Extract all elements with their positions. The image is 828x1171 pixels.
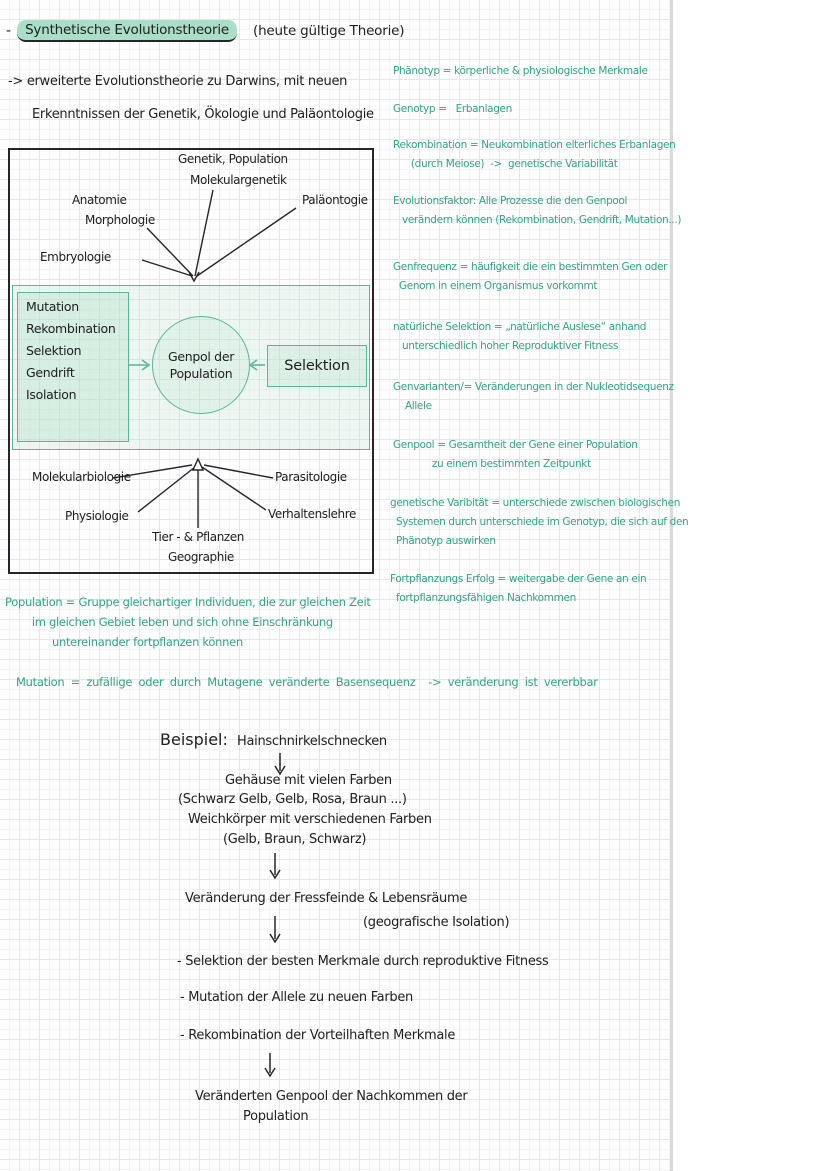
example-variation-line-2: (Schwarz Gelb, Gelb, Rosa, Braun ...)	[178, 792, 407, 807]
evolution-factors-box: Mutation Rekombination Selektion Gendrif…	[17, 292, 129, 442]
definition-genetische-varibitaet: genetische Varibität = unterschiede zwis…	[390, 497, 689, 547]
genepool-circle: Genpol der Population	[152, 316, 250, 414]
definition-genvarianten: Genvarianten/= Veränderungen in der Nukl…	[393, 381, 674, 412]
intro-line-1: -> erweiterte Evolutionstheorie zu Darwi…	[8, 74, 348, 89]
diagram-label-tier-pflanzen: Tier - & Pflanzen	[152, 530, 244, 544]
definition-genfrequenz: Genfrequenz = häufigkeit die ein bestimm…	[393, 261, 668, 292]
diagram-label-molekulargenetik: Molekulargenetik	[190, 173, 287, 187]
factor-item-mutation: Mutation	[26, 299, 79, 314]
intro-line-2: Erkenntnissen der Genetik, Ökologie und …	[32, 107, 374, 122]
diagram-label-embryologie: Embryologie	[40, 250, 111, 264]
definition-evolutionsfaktor: Evolutionsfaktor: Alle Prozesse die den …	[393, 195, 682, 226]
example-bullet-selektion: - Selektion der besten Merkmale durch re…	[177, 954, 549, 969]
example-variation-line-1: Gehäuse mit vielen Farben	[225, 773, 392, 788]
definition-fortpflanzungs-erfolg: Fortpflanzungs Erfolg = weitergabe der G…	[390, 573, 647, 604]
definition-genpool: Genpool = Gesamtheit der Gene einer Popu…	[393, 439, 638, 470]
example-result-line-1: Veränderten Genpool der Nachkommen der	[195, 1089, 468, 1104]
note-population: Population = Gruppe gleichartiger Indivi…	[5, 595, 371, 649]
example-label: Beispiel:	[160, 730, 228, 749]
page-title: - Synthetische Evolutionstheorie (heute …	[6, 20, 405, 42]
example-change-note: (geografische Isolation)	[363, 915, 510, 930]
factor-item-rekombination: Rekombination	[26, 321, 116, 336]
factor-item-selektion: Selektion	[26, 343, 82, 358]
page-edge-divider	[670, 0, 673, 1171]
title-suffix: (heute gültige Theorie)	[253, 23, 405, 39]
diagram-label-molekularbiologie: Molekularbiologie	[32, 470, 131, 484]
factor-item-gendrift: Gendrift	[26, 365, 75, 380]
diagram-label-morphologie: Morphologie	[85, 213, 155, 227]
example-variation-line-4: (Gelb, Braun, Schwarz)	[223, 832, 367, 847]
note-mutation: Mutation = zufällige oder durch Mutagene…	[16, 675, 598, 689]
diagram-label-verhaltenslehre: Verhaltenslehre	[268, 507, 356, 521]
example-change: Veränderung der Fressfeinde & Lebensräum…	[185, 891, 468, 906]
selektion-box: Selektion	[267, 345, 367, 387]
diagram-label-palaeontologie: Paläontogie	[302, 193, 368, 207]
diagram-label-physiologie: Physiologie	[65, 509, 129, 523]
example-topic: Hainschnirkelschnecken	[237, 734, 387, 749]
definition-rekombination: Rekombination = Neukombination elterlich…	[393, 139, 676, 170]
diagram-label-anatomie: Anatomie	[72, 193, 127, 207]
diagram-label-geographie: Geographie	[168, 550, 234, 564]
title-bullet: -	[6, 23, 12, 39]
diagram-label-genetik: Genetik, Population	[178, 152, 288, 166]
definition-phaenotyp: Phänotyp = körperliche & physiologische …	[393, 65, 648, 77]
title-highlight: Synthetische Evolutionstheorie	[17, 20, 237, 42]
example-variation-line-3: Weichkörper mit verschiedenen Farben	[188, 812, 432, 827]
definition-natuerliche-selektion: natürliche Selektion = „natürliche Ausle…	[393, 321, 647, 352]
grid-paper-background	[0, 0, 672, 1171]
example-bullet-rekombination: - Rekombination der Vorteilhaften Merkma…	[180, 1028, 456, 1043]
factor-item-isolation: Isolation	[26, 387, 77, 402]
diagram-label-parasitologie: Parasitologie	[275, 470, 347, 484]
example-result-line-2: Population	[243, 1109, 309, 1124]
definition-genotyp: Genotyp = Erbanlagen	[393, 103, 512, 115]
example-bullet-mutation: - Mutation der Allele zu neuen Farben	[180, 990, 413, 1005]
diagram-frame	[8, 148, 374, 574]
